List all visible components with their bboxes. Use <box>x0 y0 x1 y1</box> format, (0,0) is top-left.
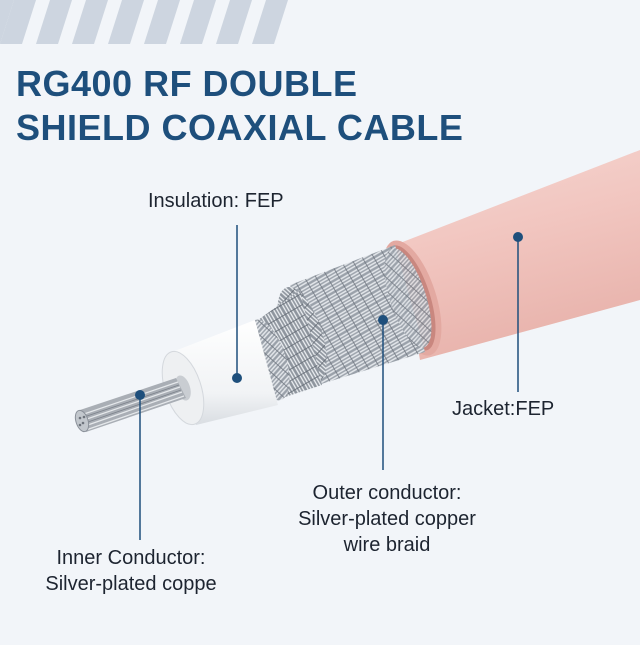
header-stripes <box>0 0 288 44</box>
page-title: RG400 RF DOUBLE SHIELD COAXIAL CABLE <box>16 62 463 150</box>
outer-conductor-line-3: wire braid <box>343 534 431 556</box>
outer-conductor-line-2: Silver-plated copper <box>298 508 476 530</box>
title-line-1: RG400 RF DOUBLE <box>16 63 358 104</box>
inner-conductor-pointer <box>135 390 145 540</box>
inner-conductor-line-1: Inner Conductor: <box>56 547 206 569</box>
outer-conductor-label: Outer conductor: Silver-plated copper wi… <box>278 480 496 558</box>
insulation-label: Insulation: FEP <box>148 190 284 212</box>
insulation <box>161 320 278 426</box>
outer-conductor-line-1: Outer conductor: <box>312 482 462 504</box>
inner-conductor-label: Inner Conductor: Silver-plated coppe <box>24 545 238 597</box>
inner-conductor <box>74 378 186 433</box>
outer-conductor-pointer <box>378 315 388 470</box>
insulation-pointer <box>232 225 242 383</box>
inner-conductor-line-2: Silver-plated coppe <box>45 573 217 595</box>
jacket-label: Jacket:FEP <box>452 398 555 420</box>
title-line-2: SHIELD COAXIAL CABLE <box>16 107 464 148</box>
jacket-pointer <box>513 232 523 392</box>
